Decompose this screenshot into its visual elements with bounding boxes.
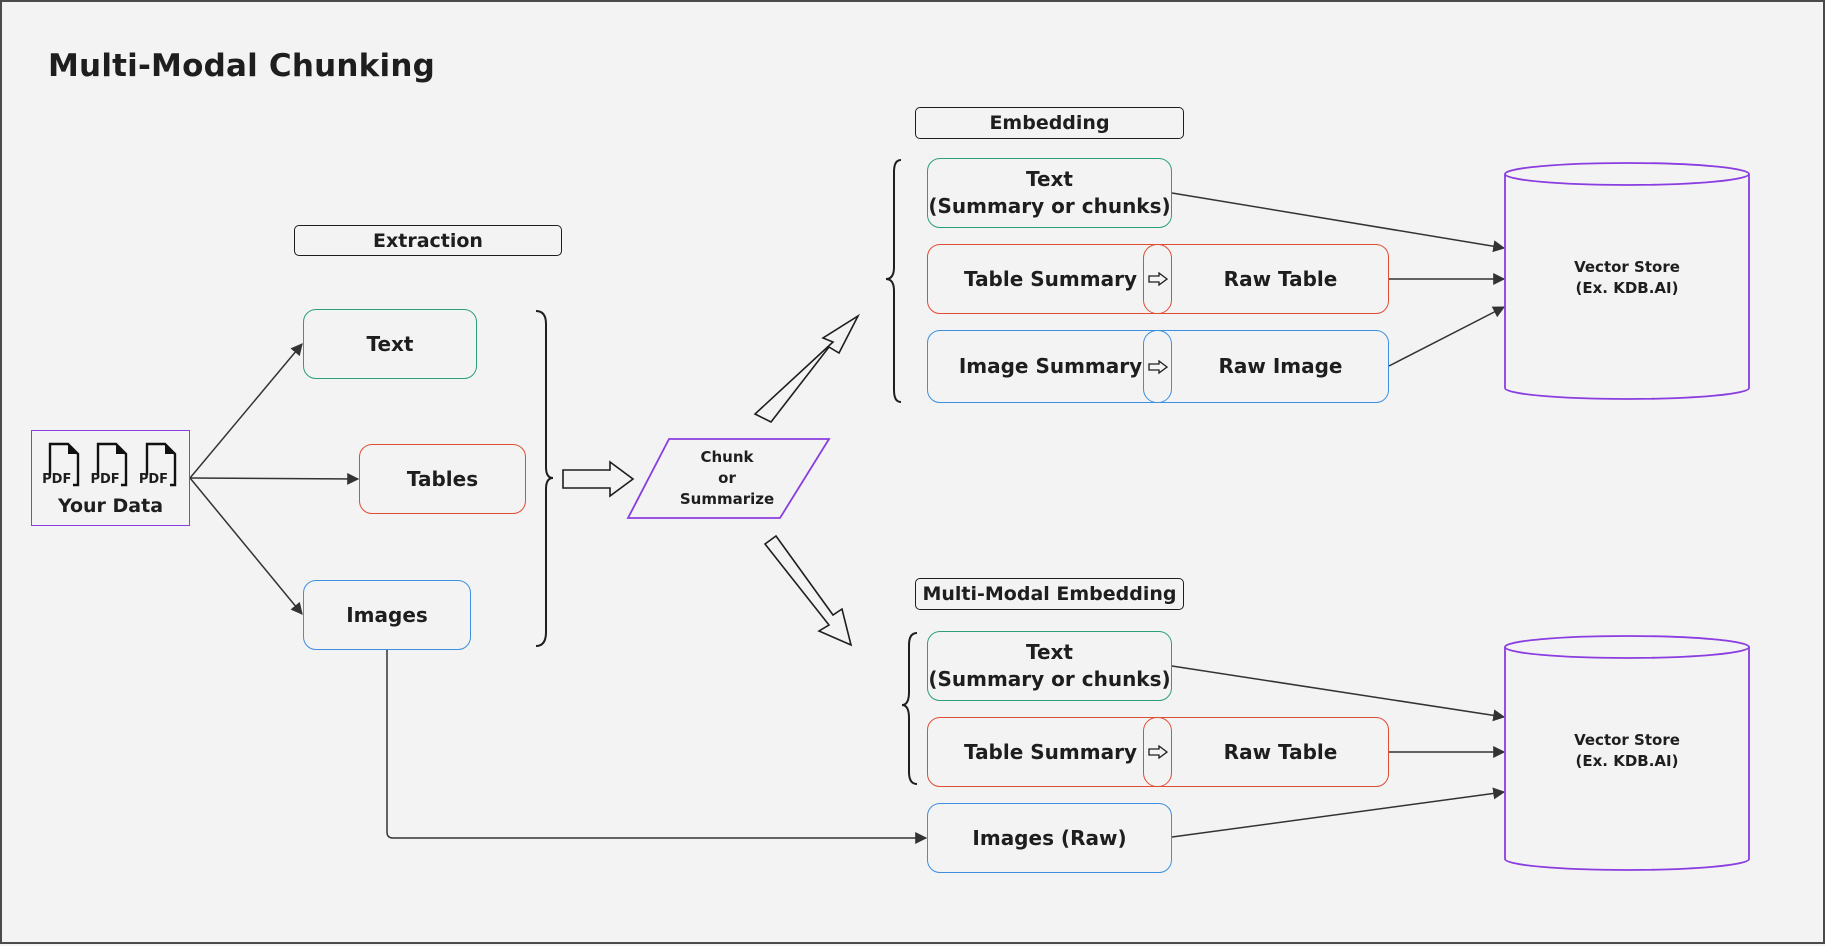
arrow-mm-text-to-store: [1171, 665, 1506, 722]
pdf-file-icon: PDF: [90, 441, 130, 489]
chunk-or-summarize-shape: [626, 438, 831, 519]
pdf-icon-row: PDF PDF PDF: [38, 441, 183, 489]
table-summary-label: Table Summary: [964, 266, 1137, 291]
raw-image-label: Raw Image: [1218, 354, 1343, 378]
arrow-data-to-tables: [189, 472, 360, 485]
arrow-emb-image-to-store: [1388, 306, 1506, 367]
arrow-data-to-images: [189, 477, 303, 615]
image-link-pill: [1143, 330, 1172, 403]
arrow-mm-images-to-store: [1171, 787, 1506, 838]
pdf-file-icon: PDF: [139, 441, 179, 489]
vector-store-example: (Ex. KDB.AI): [1575, 279, 1679, 297]
multimodal-brace: [901, 632, 918, 785]
page-title: Multi-Modal Chunking: [48, 48, 435, 84]
table-link-pill: [1143, 244, 1172, 314]
multimodal-text-node: Text (Summary or chunks): [927, 631, 1172, 701]
vector-store-label-top: Vector Store (Ex. KDB.AI): [1505, 257, 1749, 299]
vector-store-cylinder-top: [1504, 162, 1750, 400]
extraction-header: Extraction: [294, 225, 562, 256]
hollow-arrow-to-chunk: [562, 460, 635, 498]
multimodal-images-raw-node: Images (Raw): [927, 803, 1172, 873]
chunk-line: Chunk: [700, 448, 754, 466]
hollow-arrow-icon: [1147, 745, 1168, 759]
embedding-text-line2: (Summary or chunks): [928, 194, 1171, 218]
chunk-or-summarize-label: Chunk or Summarize: [667, 447, 787, 510]
embedding-header: Embedding: [915, 107, 1184, 139]
vector-store-example: (Ex. KDB.AI): [1575, 752, 1679, 770]
arrow-data-to-text: [189, 343, 303, 479]
embedding-text-line1: Text: [1025, 167, 1073, 191]
extraction-brace: [535, 310, 554, 647]
pdf-label: PDF: [90, 472, 120, 487]
extraction-text-node: Text: [303, 309, 477, 379]
raw-table-label: Raw Table: [1223, 266, 1338, 291]
multimodal-text-line2: (Summary or chunks): [928, 667, 1171, 691]
hollow-arrow-icon: [1147, 359, 1168, 374]
vector-store-name: Vector Store: [1574, 731, 1680, 749]
vector-store-label-bottom: Vector Store (Ex. KDB.AI): [1505, 730, 1749, 772]
embedding-brace: [885, 159, 902, 403]
summarize-line: Summarize: [679, 490, 775, 508]
your-data-box: PDF PDF PDF Your Data: [31, 430, 190, 526]
table-summary-label: Table Summary: [964, 739, 1137, 764]
your-data-label: Your Data: [57, 495, 164, 517]
embedding-text-node: Text (Summary or chunks): [927, 158, 1172, 228]
vector-store-name: Vector Store: [1574, 258, 1680, 276]
table-link-pill: [1143, 717, 1172, 787]
image-summary-label: Image Summary: [958, 354, 1143, 378]
hollow-arrow-icon: [1147, 272, 1168, 286]
multimodal-text-line1: Text: [1025, 640, 1073, 664]
arrow-emb-text-to-store: [1171, 192, 1506, 253]
extraction-tables-node: Tables: [359, 444, 526, 514]
pdf-label: PDF: [138, 472, 169, 487]
multimodal-embedding-header: Multi-Modal Embedding: [915, 578, 1184, 610]
hollow-arrow-to-embedding: [753, 313, 861, 424]
pdf-label: PDF: [42, 472, 72, 487]
or-line: or: [718, 469, 736, 487]
arrow-images-to-images-raw: [386, 650, 928, 844]
pdf-file-icon: PDF: [42, 441, 82, 489]
extraction-images-node: Images: [303, 580, 471, 650]
raw-table-label: Raw Table: [1223, 739, 1338, 764]
vector-store-cylinder-bottom: [1504, 635, 1750, 871]
hollow-arrow-to-multimodal: [763, 534, 853, 647]
